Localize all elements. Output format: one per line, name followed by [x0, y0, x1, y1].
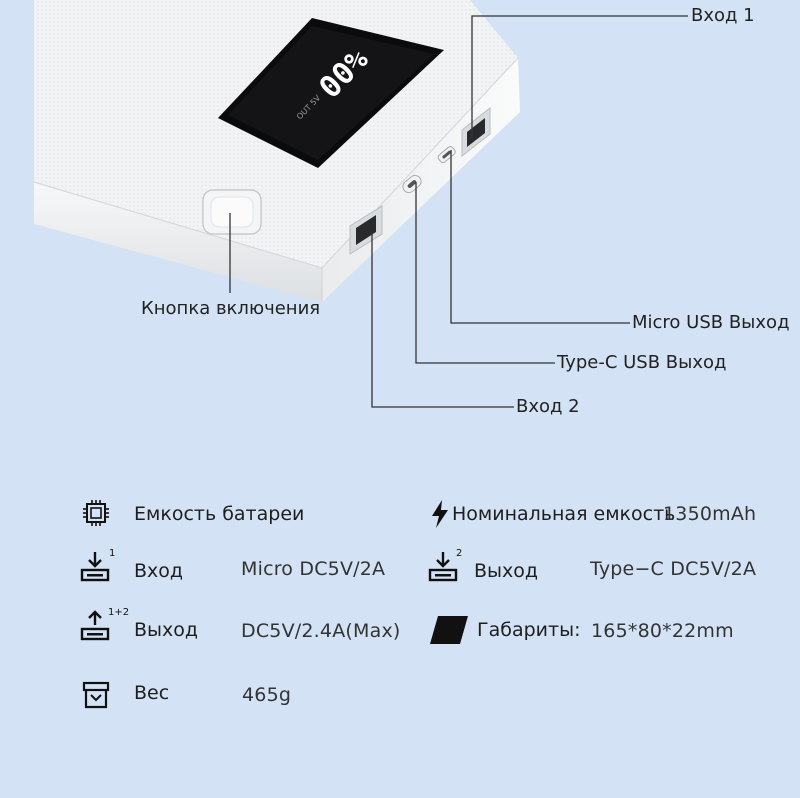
input-label: Вход: [134, 560, 184, 582]
dimensions-label: Габариты:: [477, 619, 581, 641]
dimensions-value: 165*80*22mm: [591, 620, 734, 642]
output2-label: Выход: [474, 560, 539, 582]
power-bank-illustration: 00% OUT 5V: [33, 0, 688, 408]
square-icon: [430, 616, 468, 644]
weight-value: 465g: [242, 684, 292, 706]
callout-input-2: Вход 2: [516, 396, 580, 417]
rated-capacity-value: 1350mAh: [663, 503, 757, 525]
port-input-2[interactable]: [349, 205, 383, 255]
lightning-icon: [431, 500, 449, 528]
lcd-display: 00% OUT 5V: [218, 18, 444, 168]
usb-download-icon: [80, 550, 110, 582]
input-value: Micro DC5V/2A: [241, 558, 386, 580]
output12-icon-superscript: 1+2: [108, 607, 130, 618]
output12-value: DC5V/2.4A(Max): [241, 620, 401, 642]
line-micro-usb: [450, 150, 630, 324]
power-button[interactable]: [202, 189, 262, 235]
line-input1: [471, 15, 688, 138]
usb-download-icon: [428, 550, 458, 582]
output2-icon-superscript: 2: [456, 548, 463, 559]
callout-typec-output: Type-C USB Выход: [557, 352, 727, 373]
port-input-1[interactable]: [461, 106, 491, 158]
weight-label: Вес: [134, 682, 170, 704]
callout-micro-usb-output: Micro USB Выход: [632, 312, 790, 333]
callout-lines: [229, 15, 688, 408]
output2-value: Type−C DC5V/2A: [590, 558, 757, 580]
box-icon: [82, 681, 110, 709]
input-icon-superscript: 1: [109, 548, 116, 559]
product-scene: 00% OUT 5V: [33, 0, 790, 417]
callout-power-button: Кнопка включения: [141, 298, 321, 319]
battery-capacity-label: Емкость батареи: [134, 503, 305, 525]
usb-upload-icon: [80, 609, 110, 641]
chip-icon: [82, 499, 110, 527]
callout-input-1: Вход 1: [691, 5, 755, 26]
line-typec: [415, 182, 555, 364]
line-input2: [371, 232, 514, 408]
rated-capacity-label: Номинальная емкость: [452, 503, 676, 525]
output12-label: Выход: [134, 619, 199, 641]
